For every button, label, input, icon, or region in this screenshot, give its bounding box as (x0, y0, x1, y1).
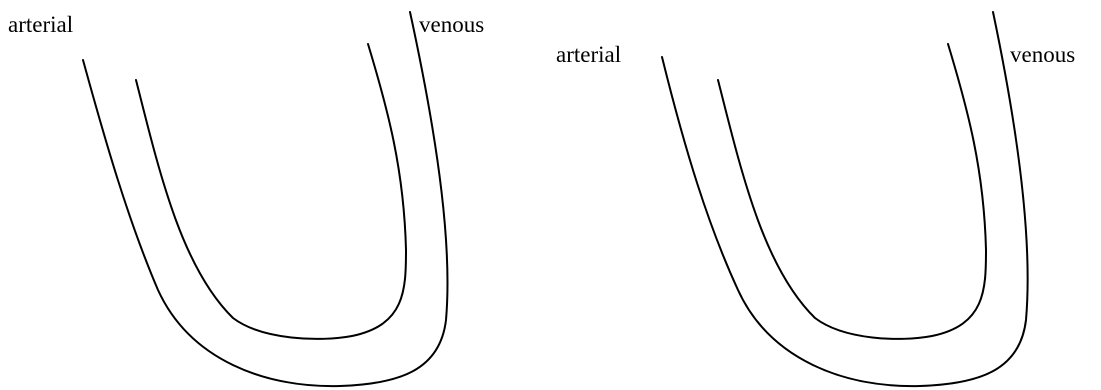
venous-label-left: venous (419, 12, 484, 37)
capillary-loop-left: arterial venous (8, 12, 484, 386)
venous-label-right: venous (1010, 42, 1075, 67)
arterial-label-left: arterial (8, 12, 73, 37)
arterial-label-right: arterial (556, 42, 621, 67)
outer-vessel-wall-right (662, 12, 1028, 386)
outer-vessel-wall-left (83, 12, 448, 386)
inner-vessel-wall-right (718, 44, 986, 339)
inner-vessel-wall-left (136, 44, 406, 339)
capillary-loop-right: arterial venous (556, 12, 1075, 386)
